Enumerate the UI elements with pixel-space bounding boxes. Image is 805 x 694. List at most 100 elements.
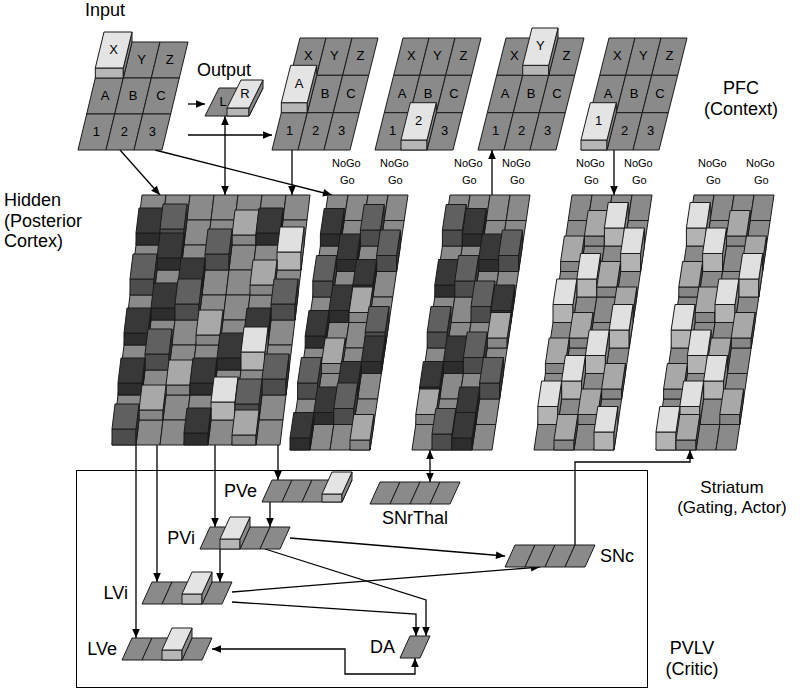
unit-bar bbox=[671, 330, 691, 348]
unit-bar bbox=[594, 407, 618, 433]
unit-bar bbox=[232, 435, 256, 445]
unit-cell bbox=[652, 38, 687, 75]
unit-bar bbox=[262, 379, 286, 395]
unit-bar bbox=[112, 404, 139, 429]
pfc-stripe: XYZABC123 bbox=[478, 38, 584, 150]
unit-bar bbox=[227, 108, 249, 116]
arrowhead bbox=[196, 100, 205, 108]
unit-bar bbox=[581, 103, 616, 140]
unit-cell bbox=[208, 420, 235, 445]
unit-bar bbox=[190, 383, 214, 395]
connector bbox=[290, 538, 505, 559]
gate-label: Go bbox=[340, 174, 355, 187]
unit-bar bbox=[205, 229, 232, 254]
region-label: PFC (Context) bbox=[698, 78, 784, 119]
unit-cell bbox=[333, 75, 368, 112]
unit-cell bbox=[136, 420, 163, 445]
connector-line bbox=[214, 445, 215, 527]
unit-label: Y bbox=[536, 39, 545, 54]
unit-bar bbox=[609, 330, 629, 348]
layer-grid bbox=[142, 582, 232, 604]
unit-bar bbox=[166, 385, 190, 395]
unit-bar bbox=[523, 28, 558, 65]
unit-bar bbox=[581, 140, 607, 150]
unit-bar bbox=[321, 364, 341, 374]
unit-bar bbox=[597, 262, 621, 288]
unit-bar bbox=[298, 358, 322, 384]
gate-label: Go bbox=[706, 174, 721, 187]
connector bbox=[575, 450, 694, 545]
unit-bar bbox=[455, 281, 475, 297]
arrowhead bbox=[411, 658, 419, 667]
unit-bar bbox=[479, 260, 499, 272]
unit-bar bbox=[118, 383, 142, 395]
unit-bar bbox=[130, 279, 154, 295]
unit-bar bbox=[739, 254, 763, 280]
layer-grid bbox=[112, 195, 310, 445]
unit-bar bbox=[577, 254, 601, 280]
unit-bar bbox=[456, 387, 480, 413]
unit-label: A bbox=[604, 87, 613, 102]
connector bbox=[488, 150, 496, 195]
unit-bar bbox=[232, 410, 259, 435]
gate-label: Go bbox=[388, 174, 403, 187]
unit-bar bbox=[577, 279, 597, 297]
unit-bar bbox=[554, 440, 574, 450]
unit-bar bbox=[680, 381, 704, 407]
arrowhead bbox=[211, 518, 219, 527]
unit-cell bbox=[642, 75, 677, 112]
unit-bar bbox=[349, 313, 369, 323]
arrowhead bbox=[488, 150, 496, 159]
unit-bar bbox=[480, 383, 500, 399]
unit-bar bbox=[584, 236, 604, 246]
arrowhead bbox=[426, 450, 434, 459]
snrthal-layer: SNrThal bbox=[370, 482, 460, 504]
unit-label: 3 bbox=[149, 125, 156, 140]
unit-cell bbox=[436, 75, 471, 112]
connector bbox=[288, 150, 296, 195]
unit-bar bbox=[162, 628, 192, 650]
unit-label: 3 bbox=[441, 124, 448, 139]
layer-label: LVi bbox=[104, 583, 128, 604]
layer-grid bbox=[412, 195, 530, 450]
da-layer: DA bbox=[400, 636, 430, 658]
unit-cell bbox=[172, 320, 199, 345]
unit-bar bbox=[686, 203, 710, 229]
arrowhead bbox=[263, 131, 272, 139]
layer-label: PVi bbox=[167, 528, 195, 549]
unit-cell bbox=[160, 420, 187, 445]
unit-bar bbox=[350, 415, 374, 441]
unit-bar bbox=[124, 308, 151, 333]
unit-bar bbox=[314, 413, 334, 425]
region-label: Striatum (Gating, Actor) bbox=[672, 478, 792, 517]
unit-bar bbox=[157, 258, 181, 270]
unit-bar bbox=[686, 228, 706, 246]
unit-bar bbox=[585, 356, 605, 374]
striatum-stripe: NoGoGoNoGoGo bbox=[412, 195, 530, 450]
unit-cell bbox=[343, 38, 378, 75]
unit-bar bbox=[235, 379, 262, 404]
layer-label: Hidden (Posterior Cortex) bbox=[4, 190, 104, 252]
unit-cell bbox=[750, 195, 774, 221]
unit-bar bbox=[337, 234, 361, 260]
unit-cell bbox=[151, 42, 188, 78]
unit-label: 2 bbox=[121, 125, 128, 140]
unit-bar bbox=[569, 338, 589, 348]
unit-bar bbox=[695, 313, 715, 323]
unit-cell bbox=[259, 395, 286, 420]
gate-label: NoGo bbox=[624, 157, 653, 170]
gate-label: Go bbox=[584, 174, 599, 187]
unit-bar bbox=[554, 415, 578, 441]
unit-cell bbox=[134, 114, 171, 150]
arrowhead bbox=[216, 573, 224, 582]
unit-bar bbox=[145, 329, 172, 354]
unit-bar bbox=[664, 389, 684, 399]
unit-bar bbox=[676, 440, 696, 450]
unit-bar bbox=[561, 262, 581, 272]
unit-bar bbox=[196, 335, 220, 345]
unit-bar bbox=[271, 304, 295, 320]
unit-bar bbox=[250, 260, 277, 285]
connector-line bbox=[156, 445, 157, 582]
unit-bar bbox=[401, 140, 427, 150]
unit-bar bbox=[350, 440, 370, 450]
